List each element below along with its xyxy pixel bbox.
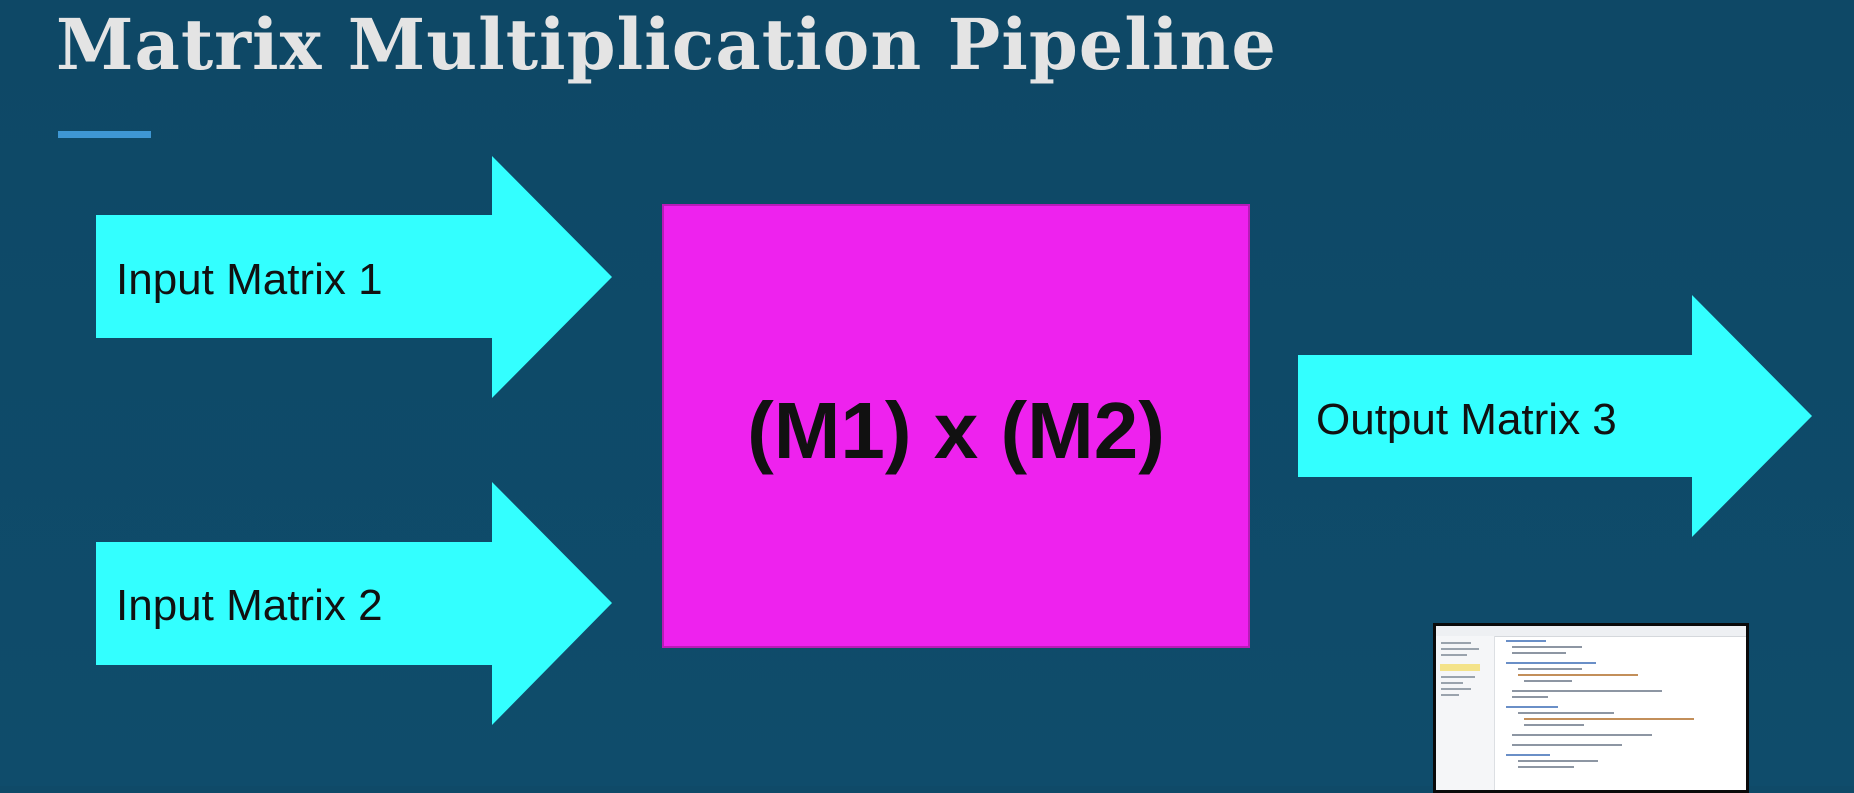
code-editor-screenshot-icon [1433,623,1749,793]
operation-box: (M1) x (M2) [662,204,1250,648]
output-arrow: Output Matrix 3 [1298,295,1812,537]
operation-label: (M1) x (M2) [747,386,1165,475]
output-arrow-shape [1298,295,1812,537]
input-arrow-1-shape [96,156,612,398]
thumbnail-file-tree [1436,636,1495,790]
input-arrow-1-label: Input Matrix 1 [116,255,383,304]
thumbnail-toolbar [1436,626,1746,637]
input-arrow-2: Input Matrix 2 [96,482,612,725]
output-arrow-label: Output Matrix 3 [1316,395,1617,444]
input-arrow-2-shape [96,482,612,725]
slide-title: Matrix Multiplication Pipeline [56,3,1277,86]
input-arrow-2-label: Input Matrix 2 [116,581,383,630]
title-underline [58,131,151,138]
input-arrow-1: Input Matrix 1 [96,156,612,398]
operation-box-shape [662,204,1250,648]
